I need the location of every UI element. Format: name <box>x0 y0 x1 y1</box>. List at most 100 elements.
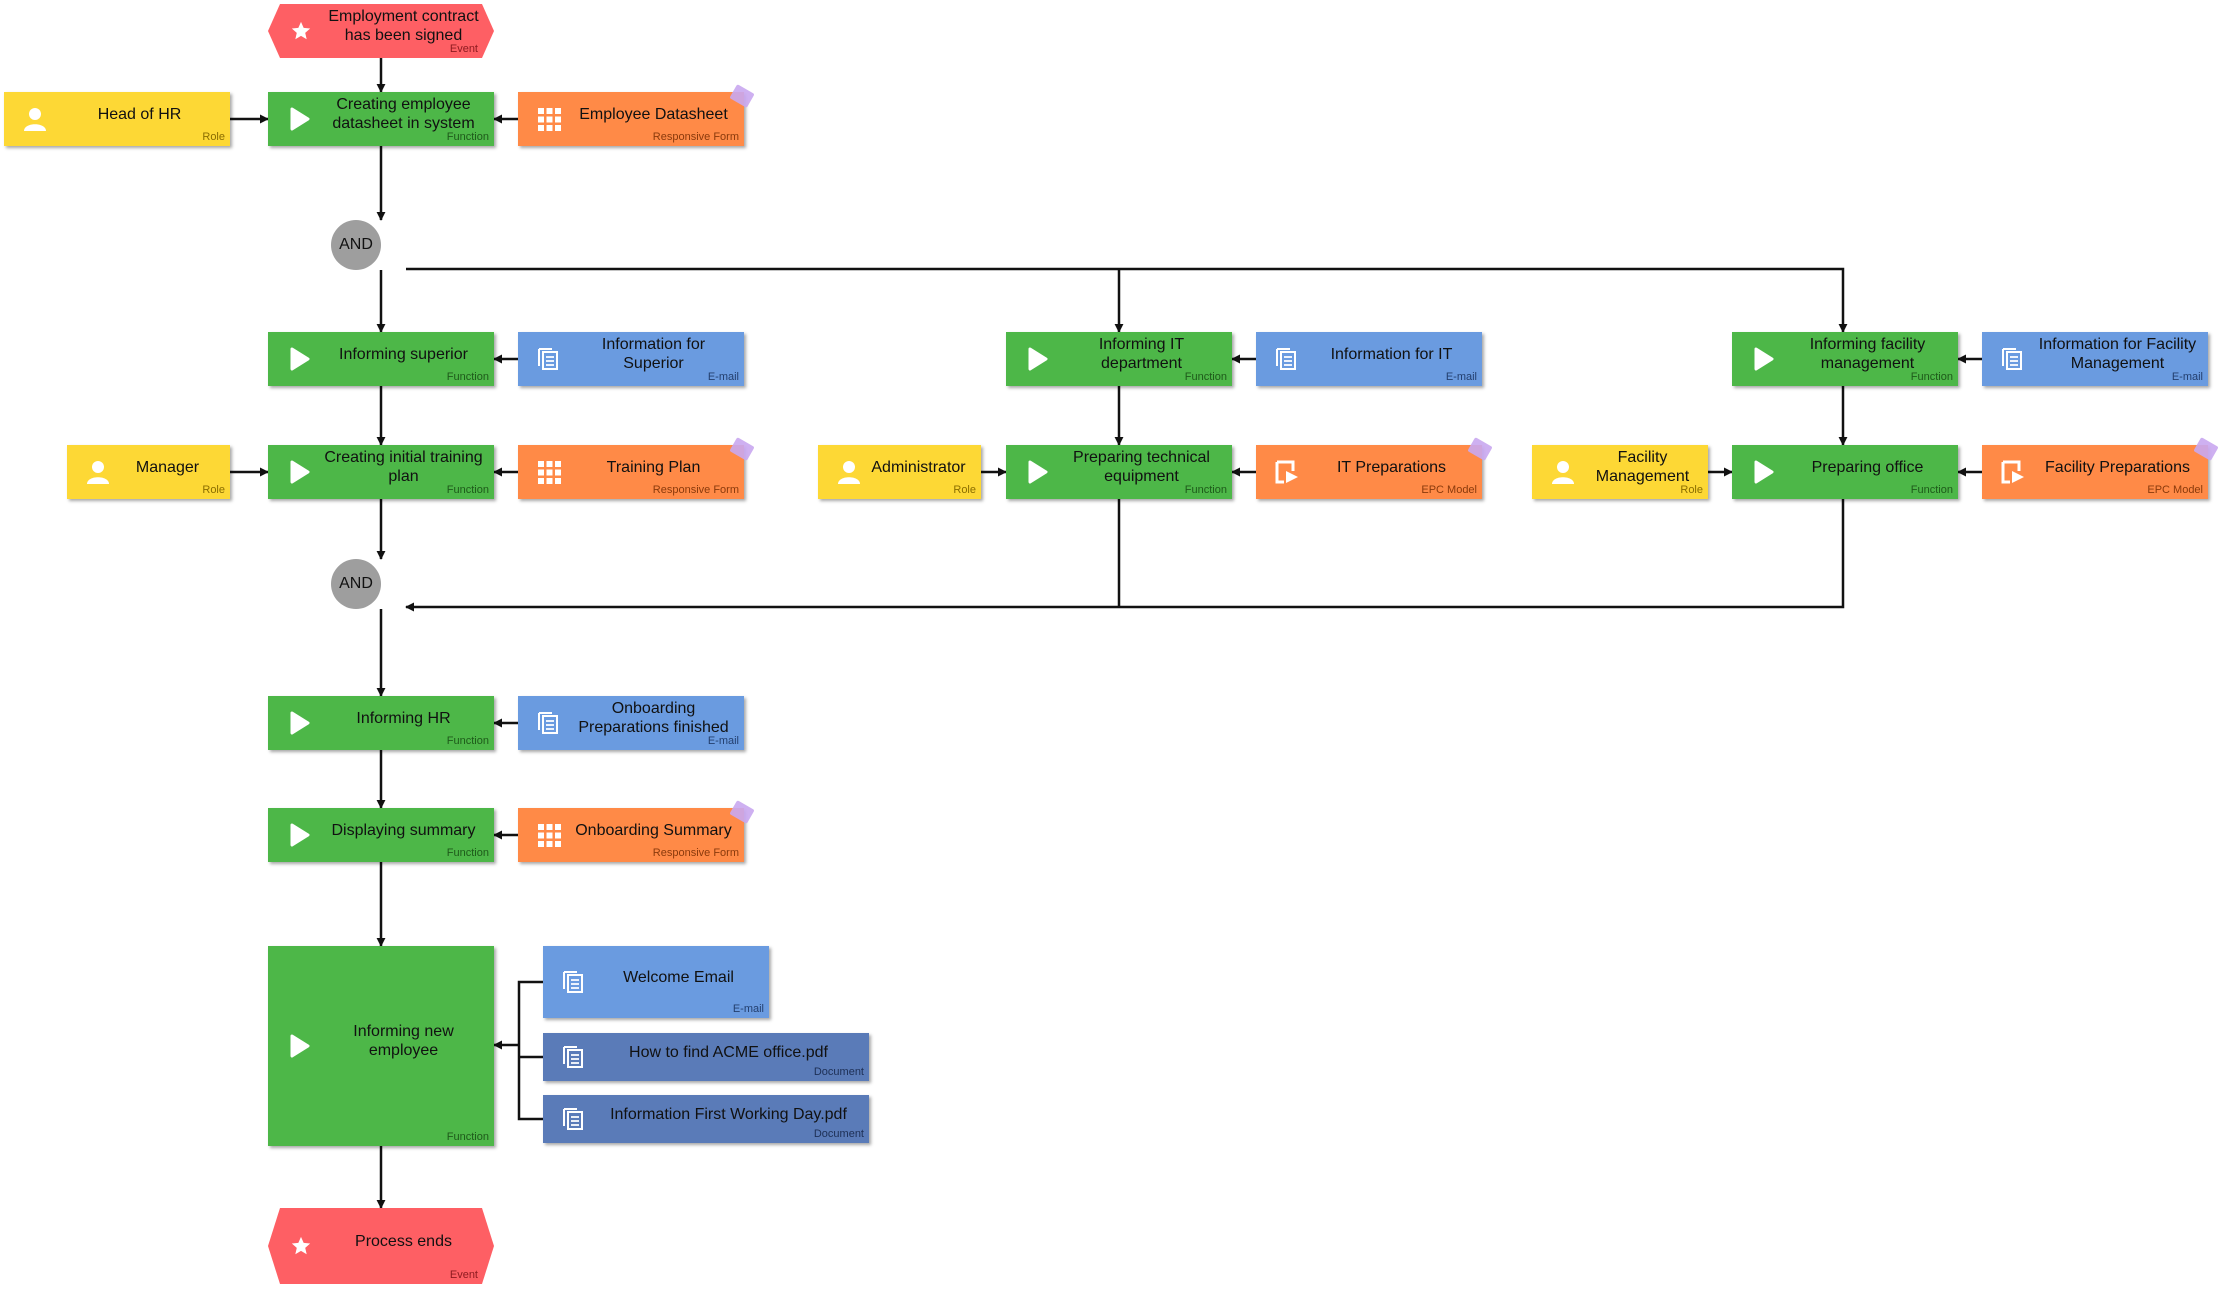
node-type-tag: E-mail <box>732 1003 764 1015</box>
person-icon <box>1550 459 1576 485</box>
node-label: Information First Working Day.pdf <box>610 1105 847 1123</box>
node-label: Informing facility management <box>1809 336 1926 372</box>
node-label: Process ends <box>355 1232 452 1250</box>
node-type-tag: E-mail <box>707 735 739 747</box>
node-type-tag: Responsive Form <box>652 131 739 143</box>
play-icon <box>1024 459 1050 485</box>
node-label: Preparing technical equipment <box>1073 449 1210 485</box>
node-label: Creating employee datasheet in system <box>332 96 475 132</box>
person-icon <box>836 459 862 485</box>
play-icon <box>286 346 312 372</box>
person-icon <box>22 106 48 132</box>
node-type-tag: Function <box>446 735 489 747</box>
play-icon <box>286 106 312 132</box>
play-icon <box>286 1033 312 1059</box>
node-label: Onboarding Preparations finished <box>578 700 729 736</box>
grid-icon <box>536 822 562 848</box>
connector-attachments-bracket <box>517 980 543 1121</box>
node-label: Informing new employee <box>353 1023 454 1059</box>
node-label: Informing HR <box>356 709 451 727</box>
node-type-tag: Function <box>1910 484 1953 496</box>
node-label: Facility Preparations <box>2045 458 2190 476</box>
star-icon <box>290 1235 312 1257</box>
node-type-tag: Function <box>1910 371 1953 383</box>
node-label: Training Plan <box>606 458 701 476</box>
event-hexagon-shape <box>268 4 494 58</box>
play-icon <box>286 710 312 736</box>
node-type-tag: Function <box>446 1131 489 1143</box>
node-type-tag: Function <box>446 847 489 859</box>
node-type-tag: Function <box>1184 371 1227 383</box>
document-stack-icon <box>2000 346 2026 372</box>
node-type-tag: EPC Model <box>1421 484 1477 496</box>
document-stack-icon <box>561 1106 587 1132</box>
document-stack-icon <box>561 969 587 995</box>
and-gateway-split[interactable]: AND <box>331 220 381 270</box>
node-type-tag: EPC Model <box>2147 484 2203 496</box>
node-type-tag: Document <box>813 1066 864 1078</box>
play-icon <box>1750 346 1776 372</box>
play-icon <box>286 822 312 848</box>
event-hexagon-shape <box>268 1208 494 1284</box>
and-gateway-join[interactable]: AND <box>331 559 381 609</box>
node-type-tag: Document <box>813 1128 864 1140</box>
node-type-tag: E-mail <box>1445 371 1477 383</box>
node-label: Preparing office <box>1811 458 1924 476</box>
document-stack-icon <box>1274 346 1300 372</box>
node-label: Displaying summary <box>331 821 476 839</box>
node-type-tag: Role <box>953 484 976 496</box>
e-mail-information-for-it[interactable]: Information for IT E-mail <box>1256 332 1482 386</box>
node-type-tag: Responsive Form <box>652 847 739 859</box>
node-type-tag: Function <box>1184 484 1227 496</box>
node-label: Informing IT department <box>1098 336 1185 372</box>
document-stack-icon <box>536 346 562 372</box>
node-type-tag: Role <box>202 131 225 143</box>
node-type-tag: Event <box>449 1269 478 1281</box>
connector-office-to-and <box>405 499 1845 612</box>
node-type-tag: Responsive Form <box>652 484 739 496</box>
node-label: Information for Superior <box>601 336 706 372</box>
node-label: Facility Management <box>1595 449 1690 485</box>
node-label: Informing superior <box>339 345 468 363</box>
function-informing-hr[interactable]: Informing HR Function <box>268 696 494 750</box>
node-type-tag: Role <box>202 484 225 496</box>
node-type-tag: Event <box>449 43 478 55</box>
process-model-icon <box>1274 459 1300 485</box>
node-label: Administrator <box>871 458 966 476</box>
play-icon <box>286 459 312 485</box>
node-label: Information for IT <box>1330 345 1453 363</box>
play-icon <box>1024 346 1050 372</box>
gateway-label: AND <box>339 575 373 592</box>
play-icon <box>1750 459 1776 485</box>
node-type-tag: Function <box>446 371 489 383</box>
node-label: Welcome Email <box>623 968 734 986</box>
grid-icon <box>536 106 562 132</box>
